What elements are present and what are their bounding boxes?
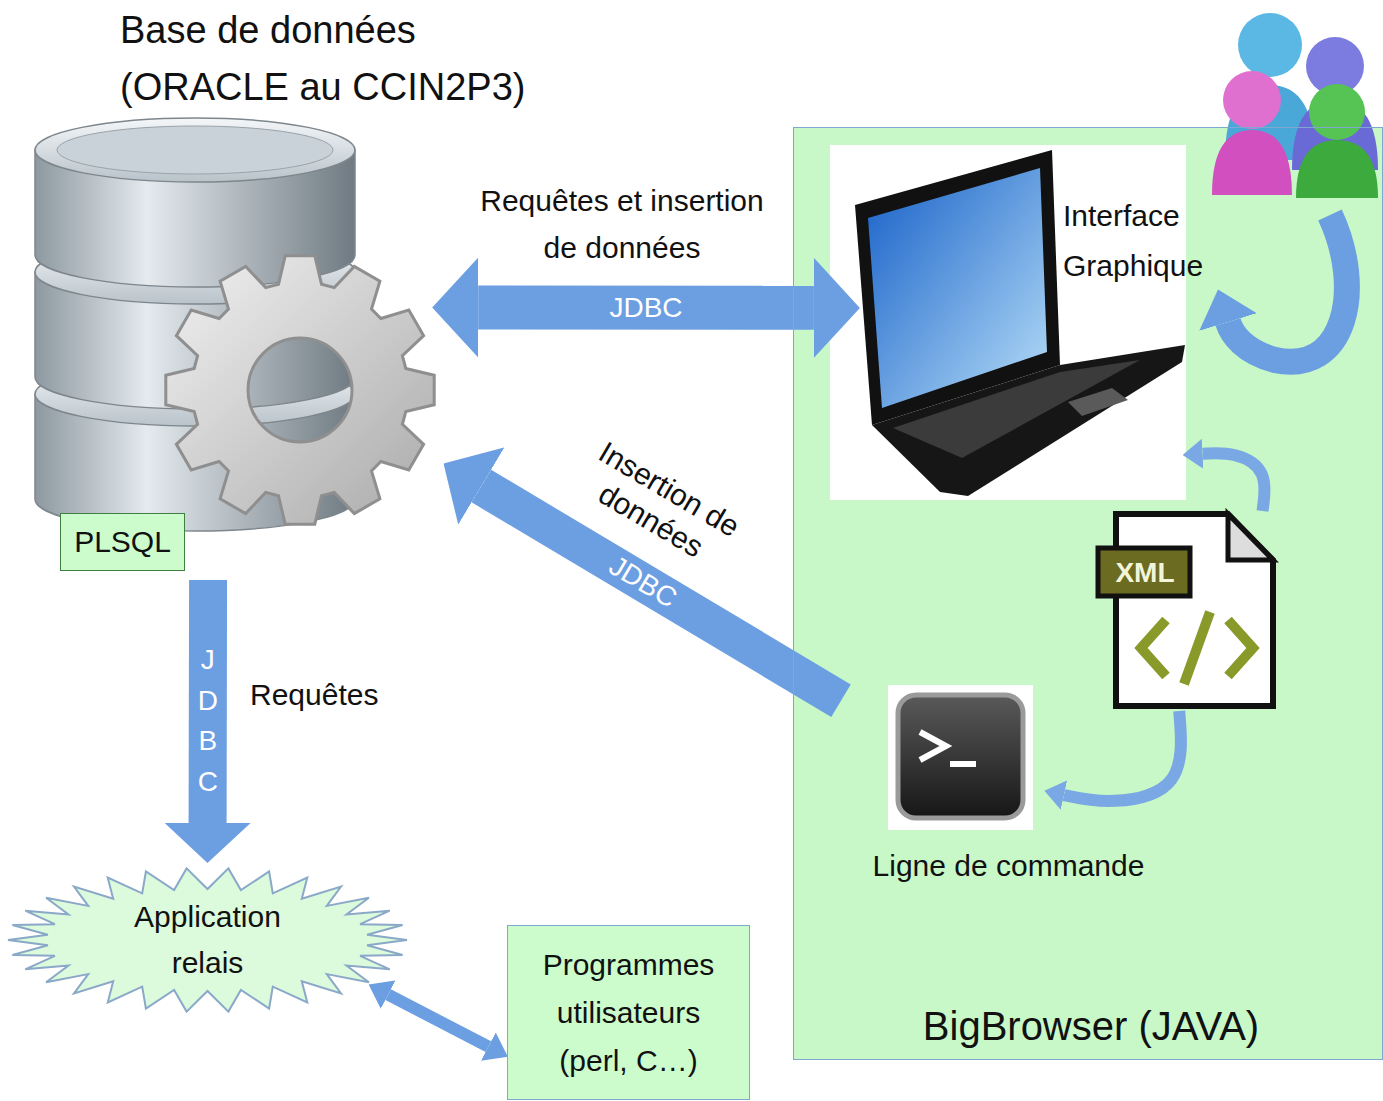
- node-text: Application relais: [108, 894, 308, 987]
- relay-app: Application relais: [5, 865, 410, 1015]
- connector-label: JDBC: [599, 547, 686, 617]
- user-body: [1296, 140, 1378, 198]
- user-head: [1223, 71, 1281, 129]
- cylinder-top: [35, 118, 355, 182]
- starburst-shape: [8, 868, 407, 1011]
- node-text: Base de données (ORACLE au CCIN2P3): [120, 2, 580, 116]
- xml-file-icon: [1098, 514, 1273, 706]
- command-line: Ligne de commande: [841, 686, 1176, 896]
- xml-tag: [1098, 548, 1190, 596]
- connector-arrow: [189, 580, 228, 823]
- laptop-touchpad: [1068, 388, 1128, 416]
- connector-arrow: [1203, 453, 1265, 511]
- user-head: [1238, 13, 1302, 77]
- user-programs: Programmes utilisateurs (perl, C…): [507, 925, 750, 1100]
- database: Base de données (ORACLE au CCIN2P3) PLSQL: [30, 0, 590, 580]
- file-outline: [1116, 514, 1273, 706]
- users-icon: [1212, 13, 1378, 198]
- gear-symbol: [166, 256, 434, 524]
- cylinder-rim: [57, 126, 333, 174]
- node-text: Interface Graphique: [1063, 191, 1238, 290]
- connector-label: JDBC: [194, 640, 222, 802]
- laptop-screen: [868, 168, 1047, 408]
- connector-arrow: [1064, 711, 1181, 801]
- code-symbol: [1228, 620, 1253, 676]
- connector-arrow: [388, 995, 488, 1047]
- starburst-outline: [5, 865, 410, 1015]
- terminal-ground: [888, 685, 1033, 830]
- node-text: Programmes utilisateurs (perl, C…): [524, 941, 734, 1085]
- plsql-box: PLSQL: [60, 513, 185, 571]
- annotation-label: Requêtes et insertion de données: [472, 178, 772, 271]
- user-arrow: [1228, 215, 1347, 362]
- code-symbol: [1141, 620, 1166, 676]
- application-panel: BigBrowser (JAVA) Interface GraphiqueXML L…: [793, 127, 1383, 1060]
- terminal-icon: [888, 685, 1033, 830]
- node-text: XML: [1099, 549, 1191, 597]
- node-text: Ligne de commande: [841, 846, 1176, 885]
- terminal-screen: [898, 695, 1023, 818]
- node-text: PLSQL: [68, 524, 177, 560]
- laptop-illustration: [830, 145, 1186, 500]
- laptop-keyboard: [893, 360, 1140, 458]
- code-symbol: [1184, 612, 1210, 684]
- panel-ground: [793, 127, 1383, 1060]
- user-body: [1212, 130, 1292, 195]
- xml-file: XML: [1096, 511, 1281, 711]
- laptop-ground: [830, 145, 1186, 500]
- laptop-base: [872, 345, 1185, 496]
- connector-label: JDBC: [605, 291, 686, 325]
- prompt-symbol: [950, 761, 976, 767]
- prompt-symbol: [920, 732, 946, 760]
- node-text: BigBrowser (JAVA): [881, 1001, 1301, 1051]
- user-head: [1309, 84, 1365, 140]
- connector-arrow: [478, 285, 814, 329]
- file-fold: [1228, 514, 1273, 560]
- annotation-label: Requêtes: [250, 675, 390, 714]
- gui-laptop: Interface Graphique: [831, 146, 1241, 501]
